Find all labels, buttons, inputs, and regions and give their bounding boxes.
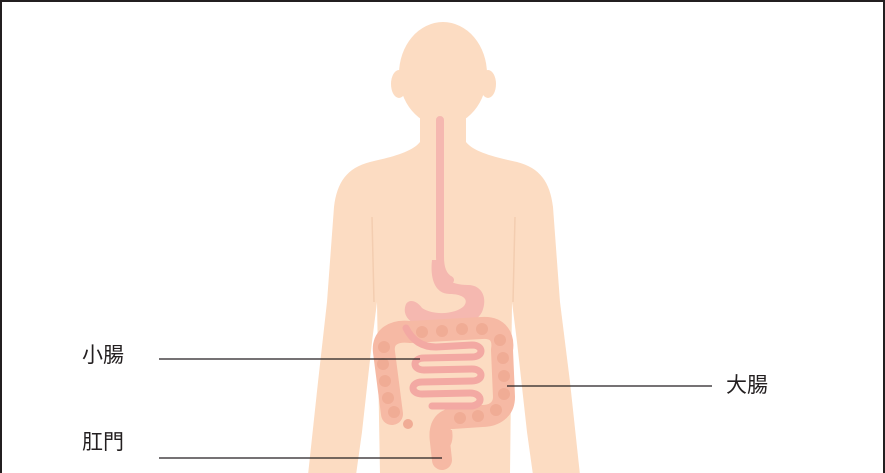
large-intestine-label: 大腸 — [726, 375, 768, 396]
anus-label: 肛門 — [82, 432, 124, 453]
head — [399, 22, 487, 126]
small-intestine-label: 小腸 — [82, 345, 124, 366]
left-ear — [391, 70, 407, 98]
right-ear — [480, 70, 496, 98]
